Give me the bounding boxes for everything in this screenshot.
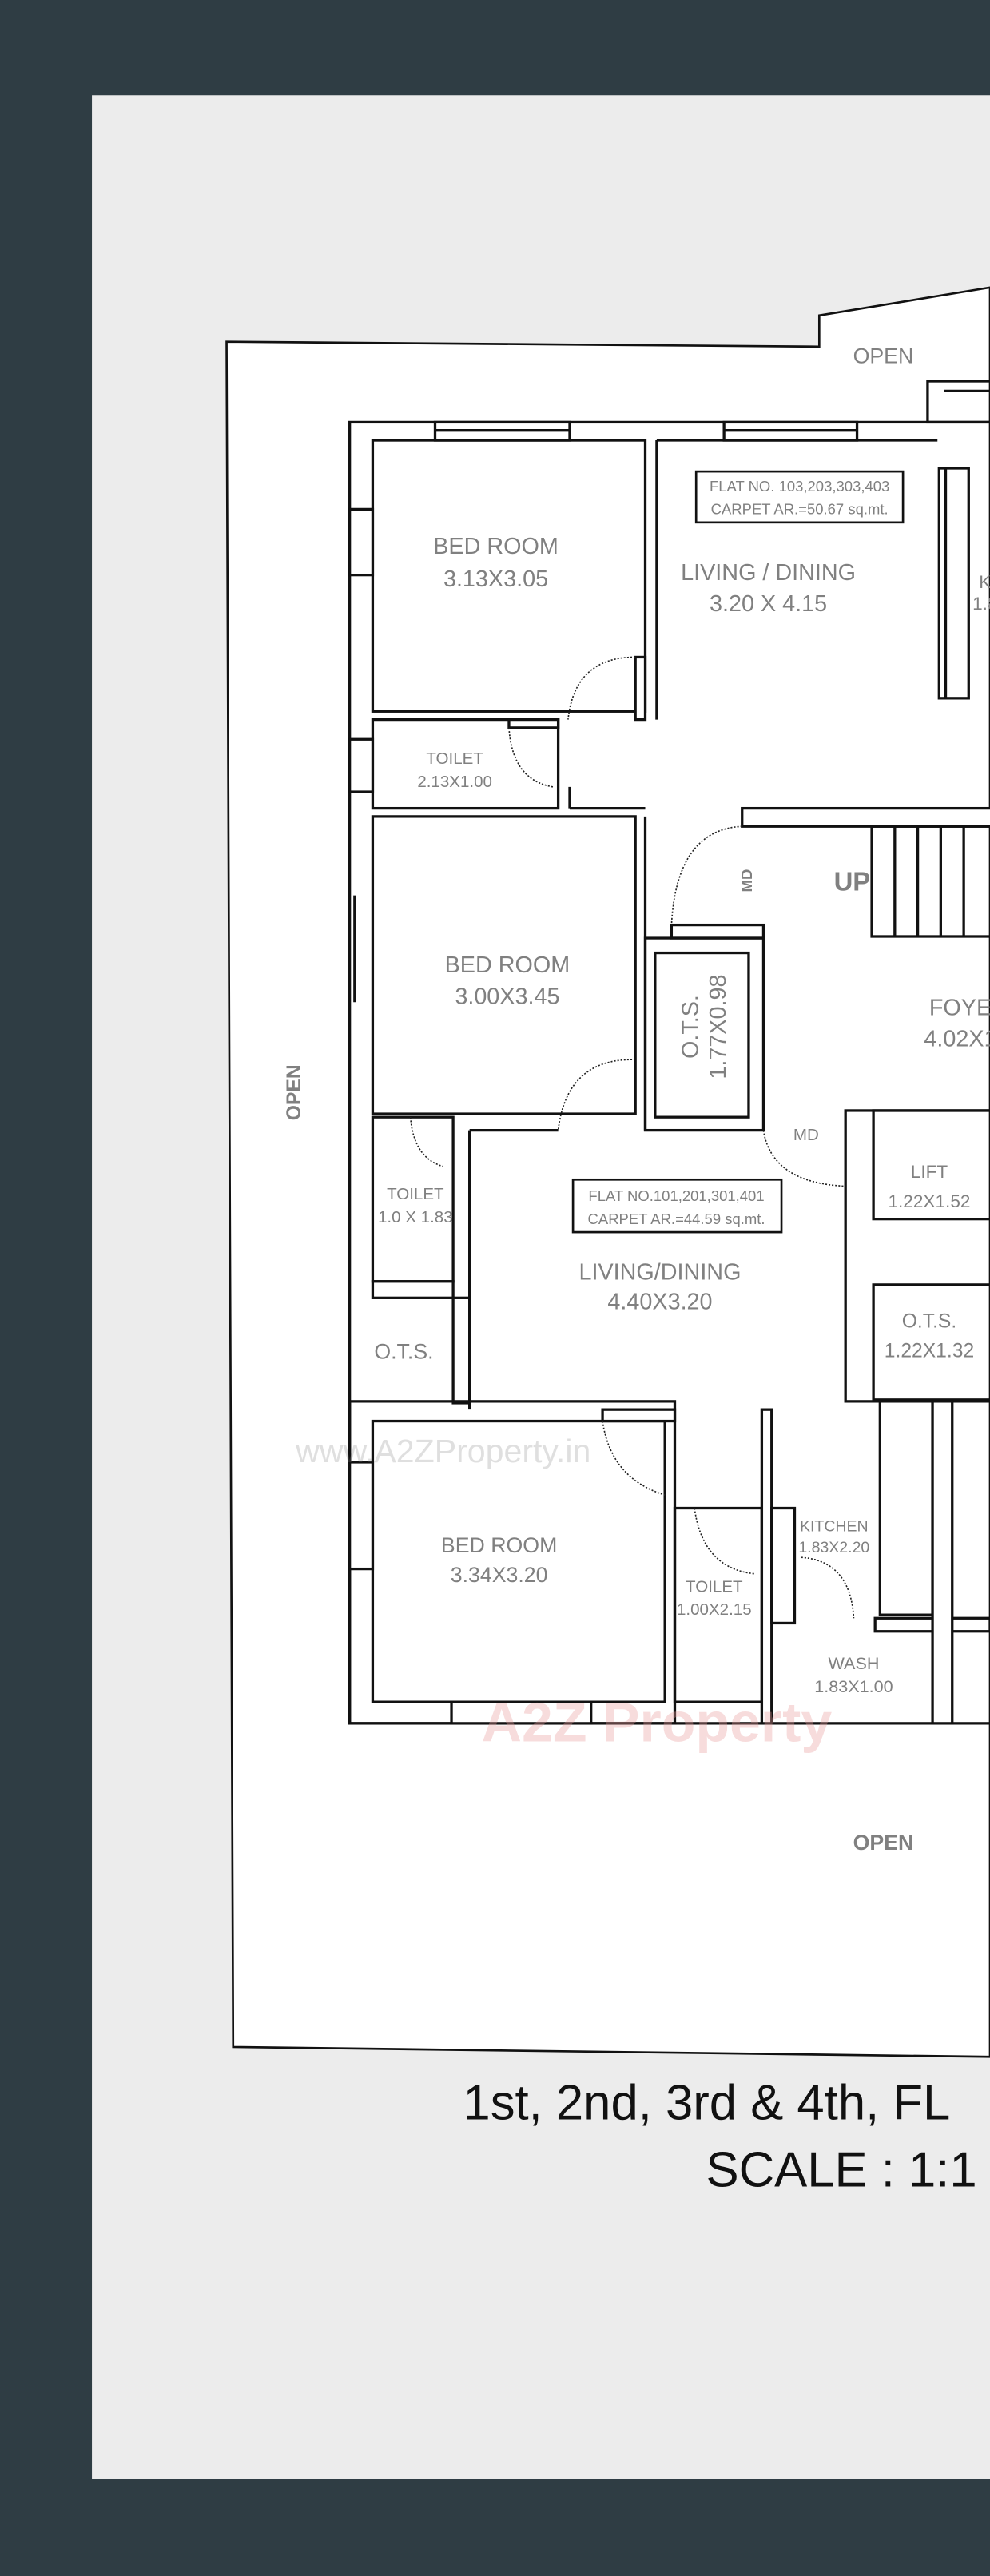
room-name: LIVING / DINING bbox=[681, 560, 856, 586]
plot-boundary bbox=[225, 286, 990, 2058]
room-size: 4.40X3.20 bbox=[607, 1290, 712, 1315]
drawing-scale: SCALE : 1:1 bbox=[706, 2143, 977, 2198]
open-top-label: OPEN bbox=[853, 344, 914, 368]
stair-up-label: UP bbox=[834, 866, 871, 896]
room-name: O.T.S. bbox=[902, 1310, 956, 1332]
room-name: LIFT bbox=[911, 1162, 948, 1182]
main-door-label: MD bbox=[793, 1126, 819, 1144]
room-size: 1.8 bbox=[972, 594, 990, 614]
room-name: BED ROOM bbox=[441, 1533, 557, 1557]
carpet-area-101: CARPET AR.=44.59 sq.mt. bbox=[588, 1210, 765, 1227]
room-size: 1.22X1.32 bbox=[885, 1340, 974, 1362]
room-name: LIVING/DINING bbox=[579, 1260, 742, 1286]
room-size: 2.13X1.00 bbox=[417, 773, 492, 791]
room-size: 4.02X1 bbox=[924, 1027, 990, 1052]
room-size: 3.13X3.05 bbox=[443, 566, 548, 592]
room-size: 1.83X1.00 bbox=[814, 1676, 893, 1696]
ots-side-label: O.T.S. bbox=[374, 1339, 433, 1363]
room-name: TOILET bbox=[426, 749, 483, 768]
flat-box-101 bbox=[571, 1178, 783, 1234]
flat-box-103 bbox=[694, 470, 905, 524]
flat-no-103: FLAT NO. 103,203,303,403 bbox=[710, 478, 889, 495]
carpet-area-103: CARPET AR.=50.67 sq.mt. bbox=[711, 501, 889, 518]
logo-watermark: A2Z Property bbox=[482, 1691, 833, 1753]
room-size: 1.00X2.15 bbox=[677, 1600, 752, 1619]
open-bottom-label: OPEN bbox=[853, 1831, 914, 1854]
room-name: WASH bbox=[828, 1653, 879, 1673]
room-labels: BED ROOM 3.13X3.05 LIVING / DINING 3.20 … bbox=[378, 534, 990, 1696]
room-size: 1.83X2.20 bbox=[798, 1539, 869, 1556]
main-door-label: MD bbox=[738, 869, 755, 892]
room-size: 3.34X3.20 bbox=[451, 1563, 548, 1587]
room-name: BED ROOM bbox=[445, 952, 571, 978]
room-size: 3.20 X 4.15 bbox=[710, 591, 827, 617]
room-name: KITCHEN bbox=[800, 1517, 869, 1535]
url-watermark: www.A2ZProperty.in bbox=[295, 1433, 590, 1469]
door-swings bbox=[409, 656, 855, 1619]
room-name: K bbox=[979, 572, 990, 592]
room-name: O.T.S. bbox=[678, 995, 703, 1059]
room-size: 1.77X0.98 bbox=[706, 974, 731, 1079]
room-name: TOILET bbox=[686, 1577, 743, 1596]
room-name: FOYE bbox=[929, 996, 990, 1021]
walls bbox=[348, 380, 990, 1725]
drawing-title: 1st, 2nd, 3rd & 4th, FL bbox=[463, 2075, 950, 2130]
room-name: TOILET bbox=[387, 1185, 444, 1203]
room-size: 1.0 X 1.83 bbox=[378, 1208, 453, 1226]
open-left-label: OPEN bbox=[284, 1064, 305, 1120]
room-name: BED ROOM bbox=[433, 534, 559, 559]
flat-no-101: FLAT NO.101,201,301,401 bbox=[588, 1187, 764, 1204]
room-size: 3.00X3.45 bbox=[455, 984, 559, 1009]
room-size: 1.22X1.52 bbox=[888, 1191, 970, 1211]
